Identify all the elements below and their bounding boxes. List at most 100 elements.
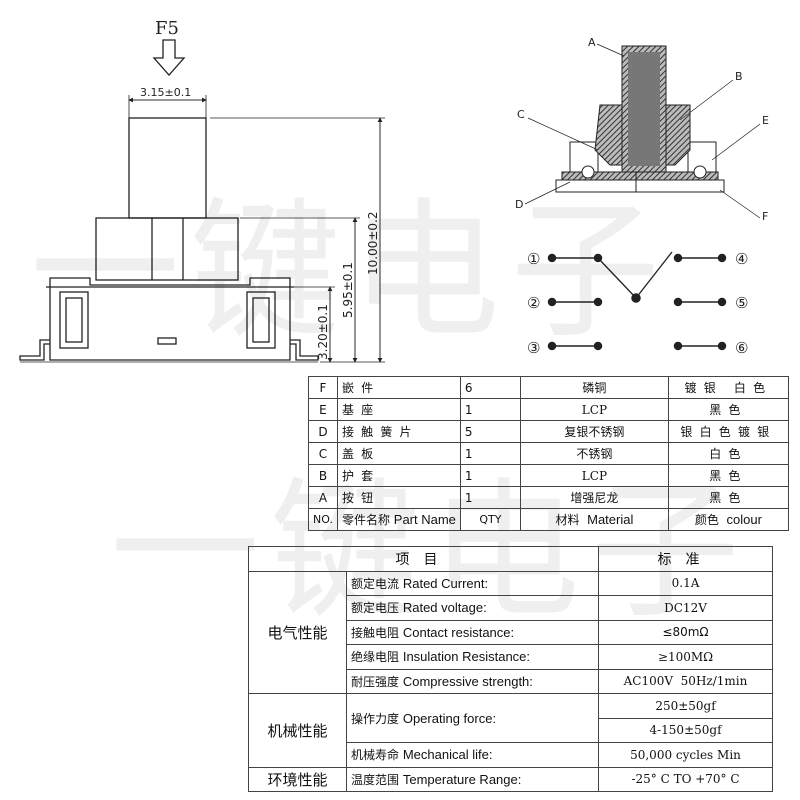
- spec-cn: 接触电阻: [351, 625, 400, 640]
- spec-cn: 机械寿命: [351, 748, 400, 763]
- group-environment: 环境性能: [248, 766, 347, 792]
- header-no: NO.: [308, 508, 338, 531]
- part-name: 基座: [336, 398, 461, 421]
- spec-header-item: 项目: [248, 546, 599, 572]
- side-view: F5 3.15±0.1 10.00: [19, 18, 385, 363]
- cross-section: [555, 45, 725, 193]
- part-no: C: [308, 442, 338, 465]
- spec-header-standard: 标准: [598, 546, 773, 572]
- pin-1: ①: [527, 250, 540, 268]
- technical-drawing: F5 3.15±0.1 10.00: [19, 18, 769, 363]
- part-name: 按钮: [336, 486, 461, 509]
- part-material: LCP: [519, 398, 669, 421]
- header-colour-cn: 颜色: [694, 513, 719, 527]
- part-colour: 镀银 白色: [667, 376, 789, 399]
- part-no: E: [308, 398, 338, 421]
- spec-value: -25° C TO +70° C: [598, 766, 773, 792]
- height-mid-dimension: 5.95±0.1: [341, 262, 355, 318]
- spec-cn: 额定电压: [351, 601, 400, 616]
- spec-value: 0.1A: [598, 570, 773, 596]
- pin-5: ⑤: [735, 294, 748, 312]
- height-total-dimension: 10.00±0.2: [366, 212, 380, 276]
- part-qty: 1: [459, 398, 521, 421]
- part-material: 增强尼龙: [519, 486, 669, 509]
- part-colour: 黑色: [667, 464, 789, 487]
- spec-value: DC12V: [598, 595, 773, 621]
- part-colour: 银白色镀银: [667, 420, 789, 443]
- part-material: 磷铜: [519, 376, 669, 399]
- spec-en: Temperature Range:: [402, 771, 522, 787]
- part-qty: 1: [459, 486, 521, 509]
- spec-en: Mechanical life:: [402, 747, 493, 763]
- part-colour: 白色: [667, 442, 789, 465]
- spec-en: Rated Current:: [402, 575, 489, 591]
- spec-row: 电气性能 额定电流 Rated Current: 0.1A: [248, 570, 773, 694]
- part-name: 接触簧片: [336, 420, 461, 443]
- callout-e: E: [762, 114, 769, 127]
- spec-en: Compressive strength:: [402, 673, 533, 689]
- pin-6: ⑥: [735, 339, 748, 357]
- pin-3: ③: [527, 339, 540, 357]
- part-qty: 1: [459, 442, 521, 465]
- spec-table: 项目 标准 电气性能 额定电流 Rated Current: 0.1A 额定电压…: [248, 546, 773, 792]
- spec-label: 额定电压 Rated voltage:: [346, 595, 599, 621]
- part-qty: 6: [459, 376, 521, 399]
- circuit-diagram: ① ② ③ ④ ⑤ ⑥: [527, 250, 748, 357]
- callout-f: F: [762, 210, 768, 223]
- part-name: 护套: [336, 464, 461, 487]
- spec-value: ≤80mΩ: [598, 619, 773, 645]
- part-name: 嵌件: [336, 376, 461, 399]
- spec-value: 250±50gf: [598, 693, 773, 719]
- header-material-cn: 材料: [555, 513, 580, 527]
- spec-value: ≥100MΩ: [598, 644, 773, 670]
- part-no: A: [308, 486, 338, 509]
- header-material-en: Material: [587, 512, 634, 527]
- spec-en: Contact resistance:: [402, 624, 515, 640]
- spec-en: Operating force:: [402, 710, 497, 726]
- header-colour: 颜色 colour: [667, 508, 789, 531]
- spec-cn: 耐压强度: [351, 674, 400, 689]
- spec-row: 机械寿命 Mechanical life: 50,000 cycles Min: [249, 742, 773, 768]
- spec-label: 操作力度 Operating force:: [346, 693, 599, 743]
- part-qty: 5: [459, 420, 521, 443]
- part-material: 复银不锈钢: [519, 420, 669, 443]
- spec-value: 50,000 cycles Min: [598, 742, 773, 768]
- callout-d: D: [515, 198, 523, 211]
- spec-label: 温度范围 Temperature Range:: [346, 766, 599, 792]
- spec-cn: 额定电流: [351, 576, 400, 591]
- spec-label: 耐压强度 Compressive strength:: [346, 668, 599, 694]
- header-part-cn: 零件名称: [341, 513, 390, 527]
- part-qty: 1: [459, 464, 521, 487]
- spec-en: Insulation Resistance:: [402, 649, 531, 665]
- header-part-en: Part Name: [393, 512, 456, 527]
- spec-label: 绝缘电阻 Insulation Resistance:: [346, 644, 599, 670]
- part-name: 盖板: [336, 442, 461, 465]
- spec-cn: 操作力度: [351, 711, 400, 726]
- spec-label: 机械寿命 Mechanical life:: [346, 742, 599, 768]
- part-no: B: [308, 464, 338, 487]
- header-colour-en: colour: [726, 512, 762, 527]
- header-part-name: 零件名称 Part Name: [336, 508, 461, 531]
- spec-row: 接触电阻 Contact resistance: ≤80mΩ: [249, 619, 773, 645]
- spec-row: 4-150±50gf: [249, 717, 773, 743]
- callouts: A B C E D F: [515, 36, 769, 223]
- spec-label: 额定电流 Rated Current:: [346, 570, 599, 596]
- spec-row: 耐压强度 Compressive strength: AC100V 50Hz/1…: [249, 668, 773, 694]
- callout-c: C: [517, 108, 525, 121]
- header-material: 材料 Material: [519, 508, 669, 531]
- spec-row: 机械性能 操作力度 Operating force: 250±50gf: [248, 693, 773, 768]
- group-mechanical: 机械性能: [248, 693, 347, 768]
- spec-row: 环境性能 温度范围 Temperature Range: -25° C TO +…: [248, 766, 773, 792]
- spec-label: 接触电阻 Contact resistance:: [346, 619, 599, 645]
- part-colour: 黑色: [667, 486, 789, 509]
- pin-2: ②: [527, 294, 540, 312]
- spec-en: Rated voltage:: [402, 600, 487, 616]
- part-no: D: [308, 420, 338, 443]
- width-dimension: 3.15±0.1: [140, 86, 191, 99]
